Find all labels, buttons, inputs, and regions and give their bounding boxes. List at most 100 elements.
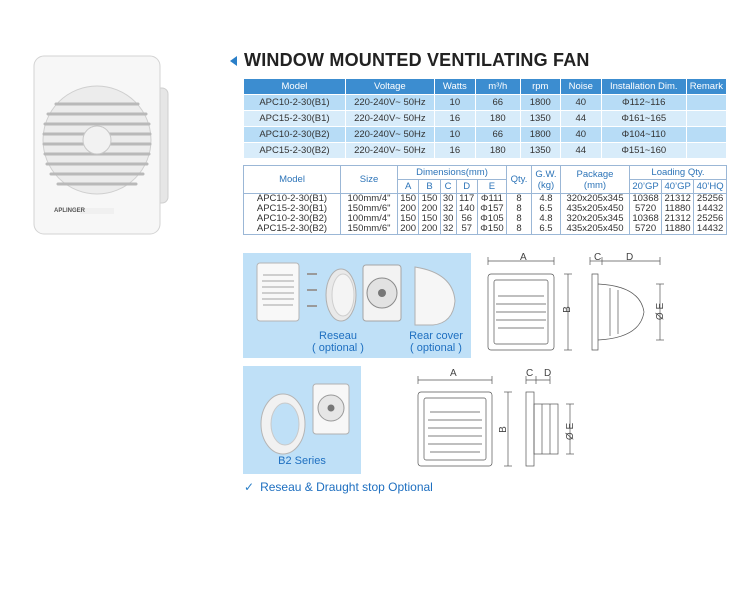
dim-e-label-b2: Ø E <box>565 422 577 441</box>
spec-cell: 1800 <box>519 94 561 111</box>
spec-cell: 220-240V~ 50Hz <box>344 142 435 159</box>
b2-series-panel: B2 Series <box>243 366 361 474</box>
b2-series-label: B2 Series <box>278 455 326 467</box>
spec-cell: 66 <box>474 94 521 111</box>
dims-header-row: Model Size Dimensions(mm) Qty. G.W. (kg)… <box>243 165 728 194</box>
spec-row: APC10-2-30(B1) 220-240V~ 50Hz 10 66 1800… <box>243 94 728 111</box>
spec-header-cell: rpm <box>519 78 561 95</box>
dims-subheader-cell: 40’GP <box>661 179 695 194</box>
spec-cell: Φ151~160 <box>600 142 687 159</box>
dims-cell: 21312 <box>661 193 695 204</box>
dims-row: APC15-2-30(B1) 150mm/6" 200 200 32 140 Φ… <box>243 204 727 214</box>
rear-cover-label: Rear cover <box>409 330 463 342</box>
dim-e-label: Ø E <box>655 302 667 321</box>
dims-header-loading: Loading Qty. <box>628 165 728 180</box>
dims-cell: 150mm/6" <box>340 224 398 235</box>
spec-cell <box>685 142 728 159</box>
spec-cell <box>685 94 728 111</box>
spec-cell: 66 <box>474 126 521 143</box>
dims-cell: Φ105 <box>476 214 507 224</box>
spec-cell: 10 <box>433 126 476 143</box>
accessories-panel: Reseau ( optional ) Rear cover ( optiona… <box>243 253 471 358</box>
dim-d-label-b2: D <box>544 368 552 379</box>
exploded-parts-illustration <box>256 262 456 326</box>
dims-cell: 200 <box>418 224 441 235</box>
dims-header-package-label: Package <box>576 168 614 180</box>
check-icon: ✓ <box>244 480 255 494</box>
spec-cell: APC15-2-30(B1) <box>243 110 346 127</box>
spec-cell: 1350 <box>519 110 561 127</box>
dimensions-table: Model Size Dimensions(mm) Qty. G.W. (kg)… <box>243 165 728 235</box>
dims-cell: 150 <box>418 214 441 224</box>
spec-cell: 220-240V~ 50Hz <box>344 94 435 111</box>
spec-header-cell: Remark <box>685 78 728 95</box>
dims-header-gw-label: G.W. <box>535 168 557 180</box>
optional-note: ✓Reseau & Draught stop Optional <box>244 480 433 494</box>
rear-cover-optional-label: ( optional ) <box>410 342 462 354</box>
dims-cell: 5720 <box>628 224 663 235</box>
spec-cell: APC10-2-30(B1) <box>243 94 346 111</box>
dims-header-qty: Qty. <box>505 165 532 194</box>
dims-header-package-unit: (mm) <box>583 179 607 191</box>
spec-row: APC15-2-30(B1) 220-240V~ 50Hz 16 180 135… <box>243 110 728 127</box>
spec-header-cell: Installation Dim. <box>600 78 687 95</box>
product-photo <box>33 55 169 235</box>
dims-header-dimensions: Dimensions(mm) <box>397 165 507 180</box>
dim-b-label: B <box>561 306 573 313</box>
dims-cell: 117 <box>455 193 478 204</box>
dims-cell: 200 <box>396 224 420 235</box>
dim-c-label: C <box>594 252 602 263</box>
spec-row: APC10-2-30(B2) 220-240V~ 50Hz 10 66 1800… <box>243 126 728 143</box>
dims-cell: Φ111 <box>476 193 507 204</box>
dims-cell: 32 <box>439 224 457 235</box>
dims-cell: Φ157 <box>476 204 507 214</box>
spec-cell: 44 <box>559 142 602 159</box>
spec-cell <box>685 110 728 127</box>
dims-cell: 150 <box>418 193 441 204</box>
title-arrow-icon <box>230 55 237 66</box>
dims-cell: 56 <box>455 214 478 224</box>
dims-cell: 200 <box>418 204 441 214</box>
spec-header-cell: Model <box>243 78 346 95</box>
spec-table: Model Voltage Watts m³/h rpm Noise Insta… <box>243 78 728 159</box>
dims-cell: 140 <box>455 204 478 214</box>
dims-subheader-cell: E <box>476 179 507 194</box>
spec-cell: 180 <box>474 142 521 159</box>
spec-header-cell: m³/h <box>474 78 521 95</box>
rear-cover-caption: Rear cover ( optional ) <box>401 330 471 354</box>
dims-cell: 11880 <box>661 204 695 214</box>
spec-cell: APC15-2-30(B2) <box>243 142 346 159</box>
dims-cell: 21312 <box>661 214 695 224</box>
spec-cell: 44 <box>559 110 602 127</box>
dims-cell: 435x205x450 <box>559 224 630 235</box>
dims-subheader-cell: B <box>418 179 441 194</box>
dims-row: APC10-2-30(B2) 100mm/4" 150 150 30 56 Φ1… <box>243 214 727 224</box>
dim-b-label-b2: B <box>497 426 509 433</box>
spec-header-cell: Noise <box>559 78 602 95</box>
dims-subheader-cell: 40’HQ <box>693 179 727 194</box>
spec-cell: Φ161~165 <box>600 110 687 127</box>
dims-header-size: Size <box>340 165 398 194</box>
dims-header-package: Package (mm) <box>559 165 630 194</box>
dims-cell: 14432 <box>693 204 727 214</box>
spec-cell: 16 <box>433 142 476 159</box>
reseau-label: Reseau <box>319 330 357 342</box>
dims-cell: APC15-2-30(B2) <box>243 224 341 235</box>
spec-cell <box>685 126 728 143</box>
dims-header-gw-unit: (kg) <box>537 179 555 191</box>
dims-cell: 8 <box>505 224 532 235</box>
dims-cell: 25256 <box>693 214 727 224</box>
spec-cell: 220-240V~ 50Hz <box>344 126 435 143</box>
spec-cell: 180 <box>474 110 521 127</box>
dims-subheader-cell: C <box>439 179 457 194</box>
reseau-optional-label: ( optional ) <box>312 342 364 354</box>
dims-row: APC10-2-30(B1) 100mm/4" 150 150 30 117 Φ… <box>243 193 727 204</box>
dims-cell: 11880 <box>661 224 695 235</box>
spec-header-row: Model Voltage Watts m³/h rpm Noise Insta… <box>243 78 728 95</box>
spec-cell: 40 <box>559 94 602 111</box>
dims-subheader-cell: A <box>396 179 420 194</box>
dims-row: APC15-2-30(B2) 150mm/6" 200 200 32 57 Φ1… <box>243 224 727 235</box>
page-title: WINDOW MOUNTED VENTILATING FAN <box>244 50 590 70</box>
spec-cell: 220-240V~ 50Hz <box>344 110 435 127</box>
b2-series-illustration <box>260 383 350 455</box>
